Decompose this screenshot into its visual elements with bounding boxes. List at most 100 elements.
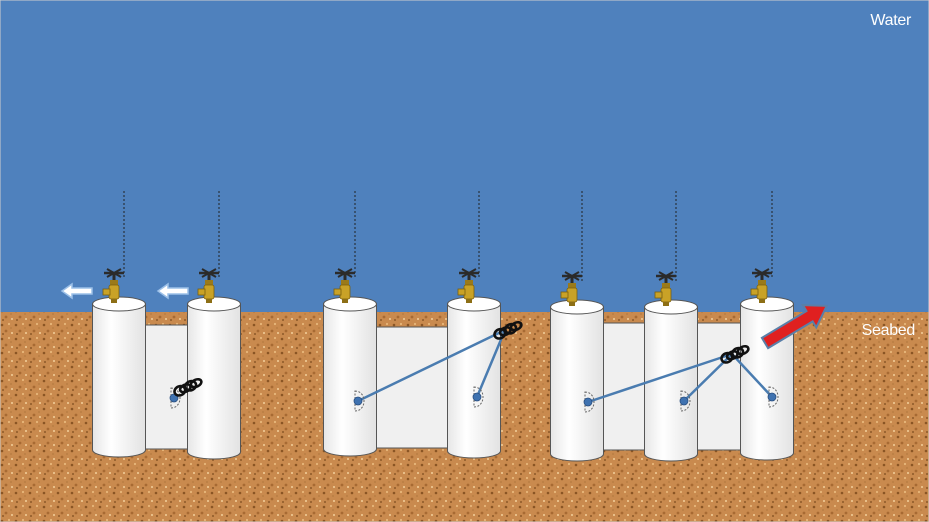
eye-outline bbox=[473, 386, 484, 408]
group-3-cylinder-3 bbox=[740, 296, 794, 461]
cylinder-top bbox=[92, 296, 146, 312]
valve-body bbox=[108, 284, 120, 300]
group-2-valve-icon-2 bbox=[457, 268, 479, 303]
eye-dot bbox=[472, 392, 482, 402]
valve-connector bbox=[466, 299, 472, 303]
cylinder-top bbox=[323, 296, 377, 312]
valve-bonnet bbox=[205, 280, 213, 285]
eye-dot bbox=[583, 397, 593, 407]
valve-connector bbox=[569, 302, 575, 306]
group-3-valve-icon-3 bbox=[750, 268, 772, 303]
eye-dot bbox=[353, 396, 363, 406]
group-3-arrow-up-right-icon bbox=[760, 304, 829, 350]
group-1-cylinder-2 bbox=[187, 296, 241, 460]
group-2-valve-icon-1 bbox=[333, 268, 355, 303]
valve-bonnet bbox=[110, 280, 118, 285]
group-3-panel-1 bbox=[602, 322, 646, 451]
chain-link bbox=[731, 346, 745, 359]
valve-body bbox=[756, 284, 768, 300]
cylinder-body bbox=[323, 303, 377, 457]
group-3-chain-shackle-icon bbox=[720, 344, 750, 364]
group-2-cylinder-2 bbox=[447, 296, 501, 459]
water-region bbox=[0, 0, 929, 315]
group-2-cable-2 bbox=[475, 328, 507, 399]
group-3-panel-2 bbox=[696, 322, 742, 451]
cylinder-body bbox=[92, 303, 146, 458]
eye-dot bbox=[767, 392, 777, 402]
valve-stem bbox=[467, 273, 471, 281]
cylinder-body bbox=[447, 303, 501, 459]
chain-link bbox=[189, 377, 203, 389]
valve-bonnet bbox=[662, 283, 670, 288]
group-2-cable-1 bbox=[356, 328, 507, 403]
group-3-cable-3 bbox=[730, 352, 774, 399]
chain-link bbox=[736, 344, 750, 356]
group-2-chain-shackle-icon bbox=[493, 320, 523, 340]
group-1-arrow-left-icon-1 bbox=[60, 282, 93, 300]
eye-outline bbox=[680, 390, 691, 412]
group-1-cylinder-1 bbox=[92, 296, 146, 458]
valve-body bbox=[463, 284, 475, 300]
group-3-valve-icon-1 bbox=[560, 271, 582, 306]
water-label: Water bbox=[870, 12, 911, 29]
seabed-label: Seabed bbox=[861, 322, 916, 339]
eye-outline bbox=[354, 390, 365, 412]
cylinder-top bbox=[550, 299, 604, 315]
eye-dot bbox=[679, 396, 689, 406]
valve-stem bbox=[112, 273, 116, 281]
chain-link bbox=[509, 320, 523, 332]
chain-link bbox=[504, 322, 518, 335]
cylinder-body bbox=[740, 303, 794, 461]
valve-connector bbox=[206, 299, 212, 303]
group-1-chain-shackle-icon bbox=[173, 377, 203, 397]
group-3-anchor-eye-2-icon bbox=[679, 390, 691, 412]
cylinder-top bbox=[740, 296, 794, 312]
group-3-anchor-eye-1-icon bbox=[583, 391, 595, 413]
group-1-valve-icon-2 bbox=[197, 268, 219, 303]
valve-connector bbox=[111, 299, 117, 303]
valve-spout bbox=[102, 288, 111, 296]
valve-spout bbox=[560, 291, 569, 299]
valve-bonnet bbox=[568, 283, 576, 288]
valve-body bbox=[660, 287, 672, 303]
valve-stem bbox=[664, 276, 668, 284]
valve-bonnet bbox=[758, 280, 766, 285]
cylinder-body bbox=[187, 303, 241, 460]
valve-connector bbox=[759, 299, 765, 303]
group-1-valve-icon-1 bbox=[102, 268, 124, 303]
valve-spout bbox=[654, 291, 663, 299]
valve-stem bbox=[570, 276, 574, 284]
valve-body bbox=[566, 287, 578, 303]
group-2-anchor-eye-1-icon bbox=[353, 390, 365, 412]
group-3-anchor-eye-3-icon bbox=[767, 386, 779, 408]
cylinder-top bbox=[447, 296, 501, 312]
eye-outline bbox=[584, 391, 595, 413]
valve-bonnet bbox=[465, 280, 473, 285]
valve-spout bbox=[750, 288, 759, 296]
group-3-cylinder-1 bbox=[550, 299, 604, 462]
valve-body bbox=[339, 284, 351, 300]
valve-stem bbox=[343, 273, 347, 281]
eye-outline bbox=[170, 387, 181, 409]
valve-bonnet bbox=[341, 280, 349, 285]
valve-body bbox=[203, 284, 215, 300]
valve-stem bbox=[760, 273, 764, 281]
group-3-cable-1 bbox=[586, 352, 734, 404]
chain-link bbox=[184, 379, 198, 392]
eye-outline bbox=[768, 386, 779, 408]
valve-stem bbox=[207, 273, 211, 281]
group-1-arrow-left-icon-2 bbox=[156, 282, 189, 300]
valve-connector bbox=[663, 302, 669, 306]
cylinder-top bbox=[187, 296, 241, 312]
valve-spout bbox=[197, 288, 206, 296]
cylinder-body bbox=[644, 306, 698, 462]
cylinder-top bbox=[644, 299, 698, 315]
cylinder-body bbox=[550, 306, 604, 462]
group-3-valve-icon-2 bbox=[654, 271, 676, 306]
pull-arrow-shape bbox=[760, 304, 829, 350]
valve-spout bbox=[333, 288, 342, 296]
group-2-cylinder-1 bbox=[323, 296, 377, 457]
valve-connector bbox=[342, 299, 348, 303]
